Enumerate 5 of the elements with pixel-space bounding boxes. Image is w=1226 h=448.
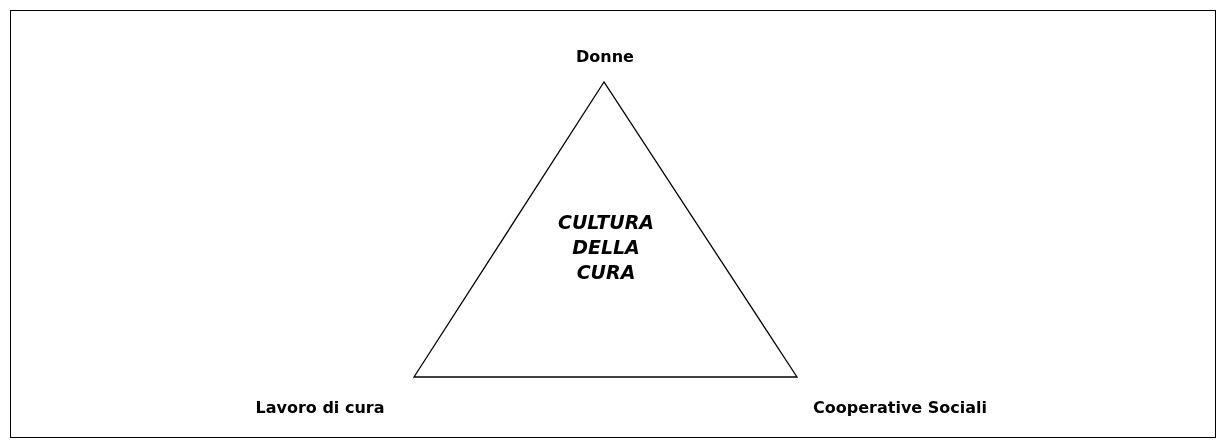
center-title: CULTURA DELLA CURA (556, 210, 656, 285)
corner-label: Donne (576, 47, 634, 66)
triangle-shape (412, 80, 800, 380)
corner-label: Lavoro di cura (255, 398, 385, 417)
corner-label: Cooperative Sociali (813, 398, 987, 417)
